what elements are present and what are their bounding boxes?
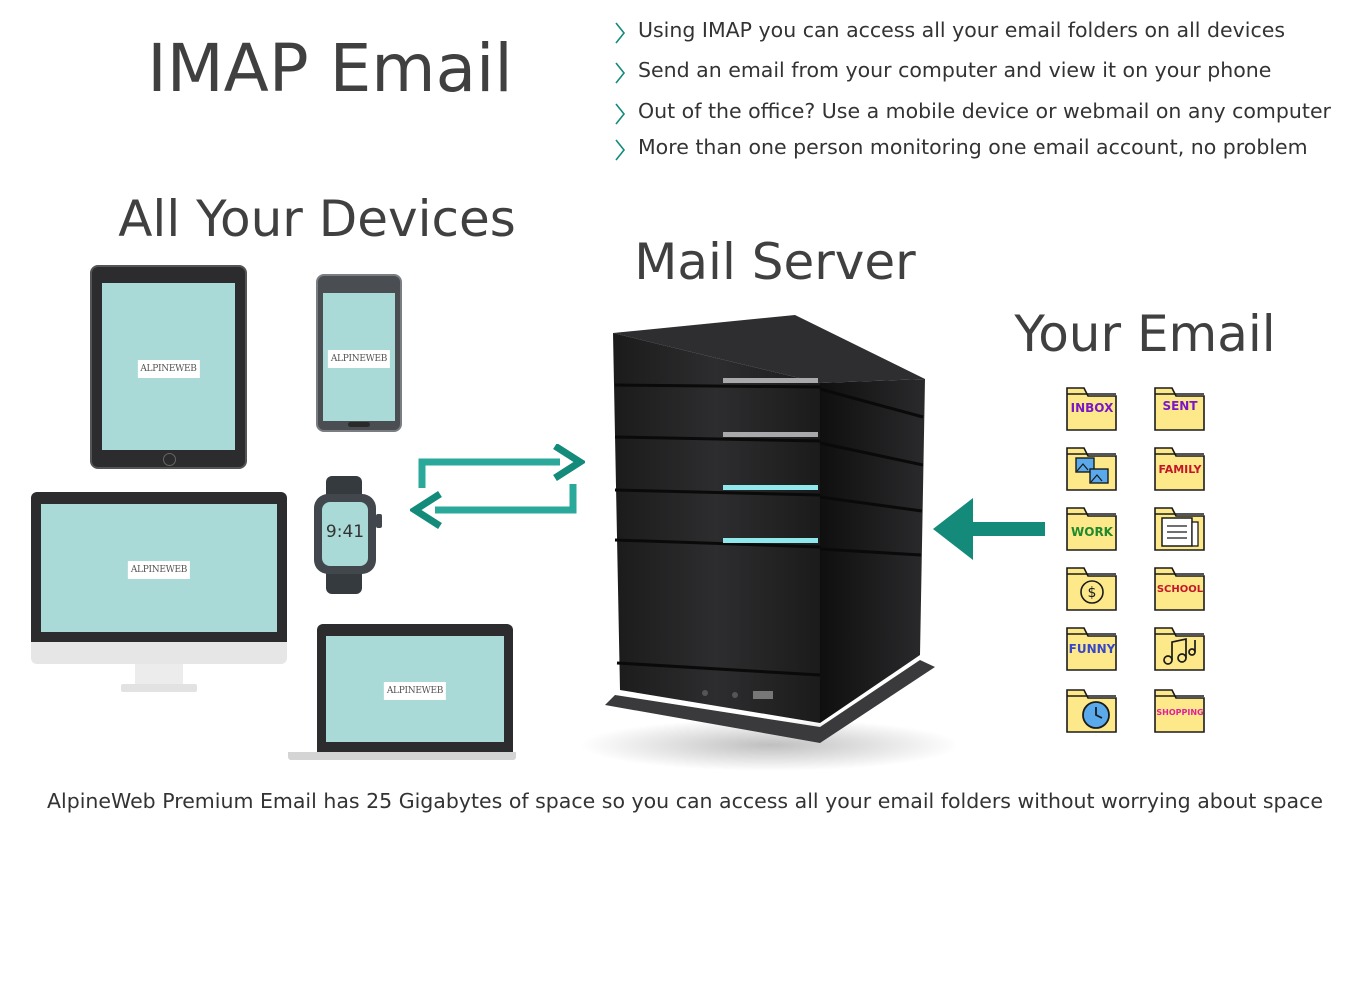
watch-time: 9:41 xyxy=(325,522,365,542)
page-title: IMAP Email xyxy=(147,30,513,107)
chevron-right-icon xyxy=(615,139,626,161)
chevron-right-icon xyxy=(615,62,626,84)
folder-icon xyxy=(1154,447,1205,491)
dollar-icon: $ xyxy=(1066,567,1117,611)
folder-inbox[interactable]: INBOX xyxy=(1066,382,1118,432)
folder-label: SCHOOL xyxy=(1156,584,1204,595)
feature-item: Out of the office? Use a mobile device o… xyxy=(612,99,1362,135)
photos-icon xyxy=(1066,447,1117,491)
folder-documents[interactable] xyxy=(1154,502,1206,552)
home-button xyxy=(163,453,176,466)
alpineweb-logo: ALPINEWEB xyxy=(137,359,200,378)
folder-icon xyxy=(1066,387,1117,431)
alpineweb-logo: ALPINEWEB xyxy=(383,682,447,700)
feature-item: More than one person monitoring one emai… xyxy=(612,135,1362,171)
svg-text:$: $ xyxy=(1088,585,1097,601)
feature-item: Send an email from your computer and vie… xyxy=(612,58,1362,99)
devices-heading: All Your Devices xyxy=(118,190,516,248)
monitor-screen: ALPINEWEB xyxy=(41,504,277,632)
folder-label: WORK xyxy=(1071,525,1113,539)
laptop-screen: ALPINEWEB xyxy=(326,636,504,742)
chevron-right-icon xyxy=(615,103,626,125)
email-heading: Your Email xyxy=(1014,305,1276,363)
folder-funny[interactable]: FUNNY xyxy=(1066,622,1118,672)
folder-work[interactable]: WORK xyxy=(1066,502,1118,552)
feature-list: Using IMAP you can access all your email… xyxy=(612,18,1362,171)
folder-label: FAMILY xyxy=(1158,463,1202,476)
chevron-right-icon xyxy=(615,22,626,44)
folder-grid: INBOX SENT FAMILY WORK xyxy=(1066,382,1208,738)
watch-screen: 9:41 xyxy=(322,502,368,566)
feature-text: Send an email from your computer and vie… xyxy=(638,58,1272,82)
alpineweb-logo: ALPINEWEB xyxy=(327,350,391,368)
folder-school[interactable]: SCHOOL xyxy=(1154,562,1206,612)
folder-icon xyxy=(1066,507,1117,551)
phone-device: ALPINEWEB xyxy=(316,274,402,432)
feature-text: Using IMAP you can access all your email… xyxy=(638,18,1286,42)
folder-music[interactable] xyxy=(1154,622,1206,672)
feature-text: Out of the office? Use a mobile device o… xyxy=(638,99,1331,123)
phone-screen: ALPINEWEB xyxy=(323,293,395,421)
server-heading: Mail Server xyxy=(634,233,916,291)
alpineweb-logo: ALPINEWEB xyxy=(127,561,191,579)
folder-icon xyxy=(1154,689,1205,733)
folder-label: INBOX xyxy=(1070,401,1114,415)
folder-family[interactable]: FAMILY xyxy=(1154,442,1206,492)
clock-icon xyxy=(1066,689,1117,733)
tablet-device: ALPINEWEB xyxy=(90,265,247,469)
tablet-screen: ALPINEWEB xyxy=(102,283,235,450)
folder-label: SHOPPING xyxy=(1156,708,1204,717)
folder-label: SENT xyxy=(1162,399,1198,413)
feature-item: Using IMAP you can access all your email… xyxy=(612,18,1362,58)
smartwatch-device: 9:41 xyxy=(312,476,384,594)
folder-sent[interactable]: SENT xyxy=(1154,382,1206,432)
incoming-arrow-icon xyxy=(933,498,1045,560)
folder-icon xyxy=(1066,627,1117,671)
folder-finance[interactable]: $ xyxy=(1066,562,1118,612)
folder-clock[interactable] xyxy=(1066,684,1118,734)
folder-photos[interactable] xyxy=(1066,442,1118,492)
laptop-device: ALPINEWEB xyxy=(288,624,516,762)
home-button xyxy=(348,422,370,427)
folder-icon xyxy=(1154,387,1205,431)
folder-shopping[interactable]: SHOPPING xyxy=(1154,684,1206,734)
desktop-monitor: ALPINEWEB xyxy=(31,492,287,700)
sync-arrows-icon xyxy=(410,444,585,529)
folder-label: FUNNY xyxy=(1068,642,1116,656)
music-icon xyxy=(1154,627,1205,671)
folder-icon xyxy=(1154,567,1205,611)
footer-text: AlpineWeb Premium Email has 25 Gigabytes… xyxy=(46,789,1324,813)
mail-server-icon xyxy=(580,315,955,771)
documents-icon xyxy=(1154,507,1205,551)
feature-text: More than one person monitoring one emai… xyxy=(638,135,1308,159)
